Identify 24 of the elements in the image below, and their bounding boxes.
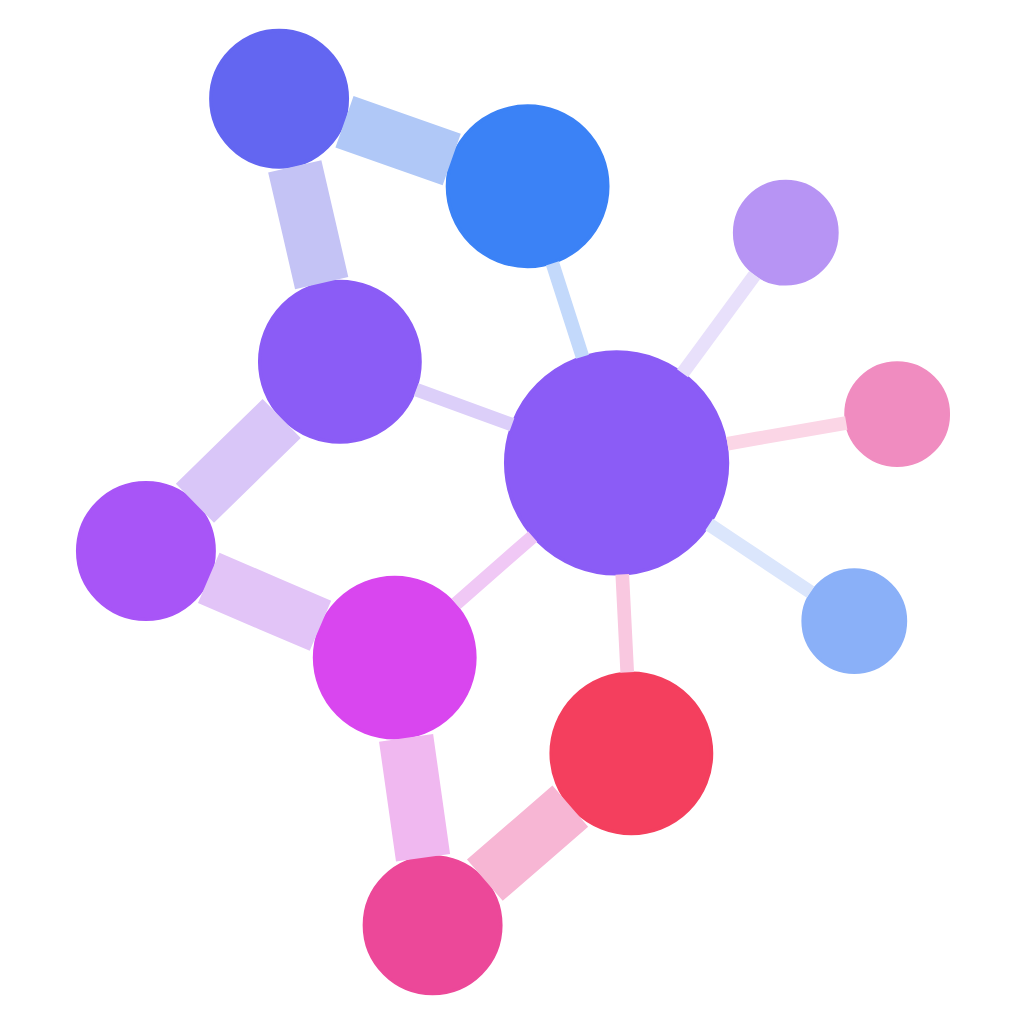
connector <box>544 261 588 359</box>
node-circle <box>74 481 215 621</box>
node-circle <box>502 350 729 576</box>
node-circle <box>731 179 838 286</box>
node-circle <box>800 568 907 674</box>
connector <box>174 399 300 523</box>
connector <box>196 552 331 651</box>
connector <box>465 785 588 901</box>
node-circle <box>361 855 502 996</box>
connector <box>725 416 847 451</box>
connector <box>378 734 450 862</box>
node-circle <box>548 671 713 836</box>
connector <box>676 270 760 378</box>
node-circle <box>208 28 349 169</box>
connector <box>334 96 460 186</box>
node-circle <box>311 575 476 740</box>
node-circle <box>843 361 950 468</box>
node-circle <box>256 279 421 444</box>
connector <box>704 518 814 598</box>
connector <box>267 160 348 290</box>
node-circle <box>444 104 609 269</box>
connector <box>614 574 634 673</box>
connector <box>450 531 537 610</box>
connector <box>412 383 514 432</box>
